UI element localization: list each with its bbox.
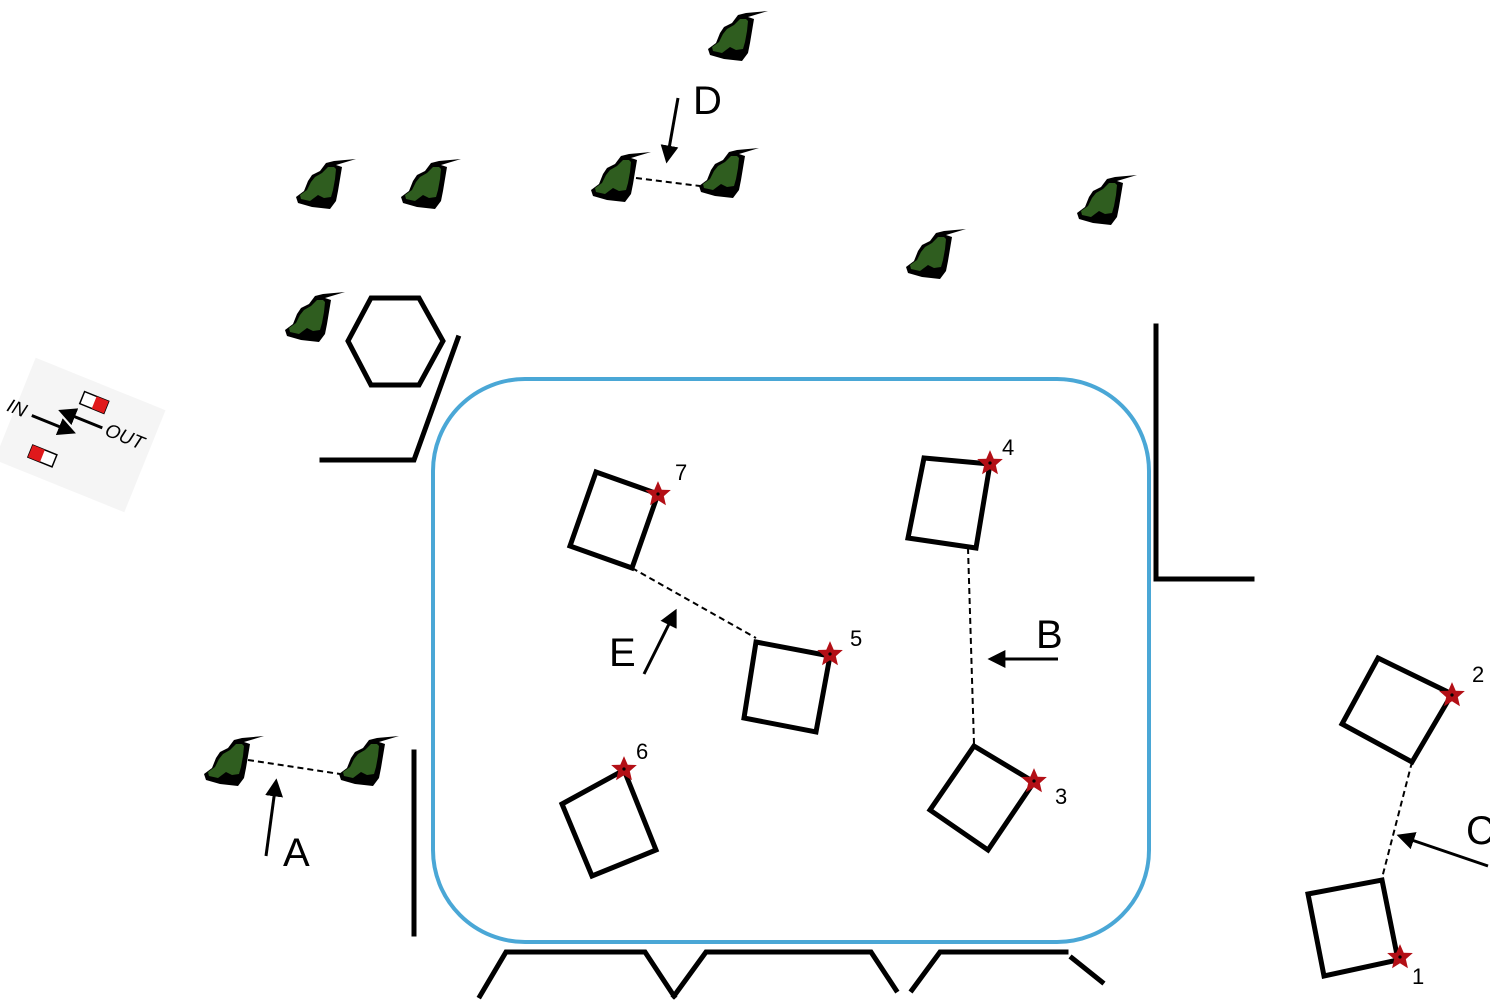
legend-card: IN OUT	[0, 357, 166, 513]
arena-boundary	[431, 377, 1151, 944]
wall-bottom-1	[476, 949, 678, 1000]
box-number-5: 5	[850, 626, 862, 651]
label-e: E	[609, 631, 636, 675]
box-number-3: 3	[1055, 784, 1067, 809]
out-arrow	[58, 408, 103, 430]
wall-bottom-4	[1068, 954, 1106, 986]
green-plant-icon	[708, 11, 768, 61]
box-number-4: 4	[1002, 435, 1014, 460]
box-number-1: 1	[1412, 964, 1424, 989]
green-plant-icon	[401, 159, 461, 209]
green-plant-icon	[204, 736, 264, 786]
box-7	[566, 468, 662, 572]
green-plant-icon	[699, 148, 759, 198]
box-5	[741, 639, 833, 735]
box-2	[1338, 654, 1456, 766]
connector-b	[967, 547, 975, 745]
arrow-d	[660, 97, 680, 164]
arrow-a	[264, 778, 283, 857]
green-plant-icon	[1077, 175, 1137, 225]
box-number-6: 6	[636, 739, 648, 764]
box-4	[905, 455, 993, 551]
box-number-7: 7	[675, 460, 687, 485]
label-d: D	[693, 79, 722, 123]
green-plant-icon	[285, 292, 345, 342]
label-c: C	[1466, 809, 1490, 853]
arrow-c	[1396, 832, 1489, 868]
wall-bottom-3	[908, 949, 1069, 994]
connector-d	[635, 177, 701, 187]
green-plant-icon	[591, 152, 651, 202]
arrow-e	[642, 608, 677, 675]
green-plant-icon	[296, 159, 356, 209]
wall-bottom-2	[670, 949, 900, 1000]
box-number-2: 2	[1472, 662, 1484, 687]
wall-upper-left	[319, 334, 462, 463]
connector-e	[631, 567, 757, 639]
label-a: A	[283, 831, 310, 875]
box-1	[1305, 877, 1401, 979]
label-b: B	[1036, 613, 1063, 657]
wall-right	[1153, 323, 1255, 582]
green-plant-icon	[906, 229, 966, 279]
in-arrow	[31, 414, 76, 435]
box-6	[558, 766, 660, 880]
green-plant-icon	[339, 736, 399, 786]
toggle-switch-icon	[78, 390, 110, 415]
hexagon-shape	[345, 295, 446, 388]
connector-c	[1381, 761, 1413, 879]
legend-background	[0, 357, 166, 513]
toggle-switch-icon	[26, 444, 58, 468]
box-3	[926, 742, 1038, 854]
connector-a	[247, 759, 341, 775]
